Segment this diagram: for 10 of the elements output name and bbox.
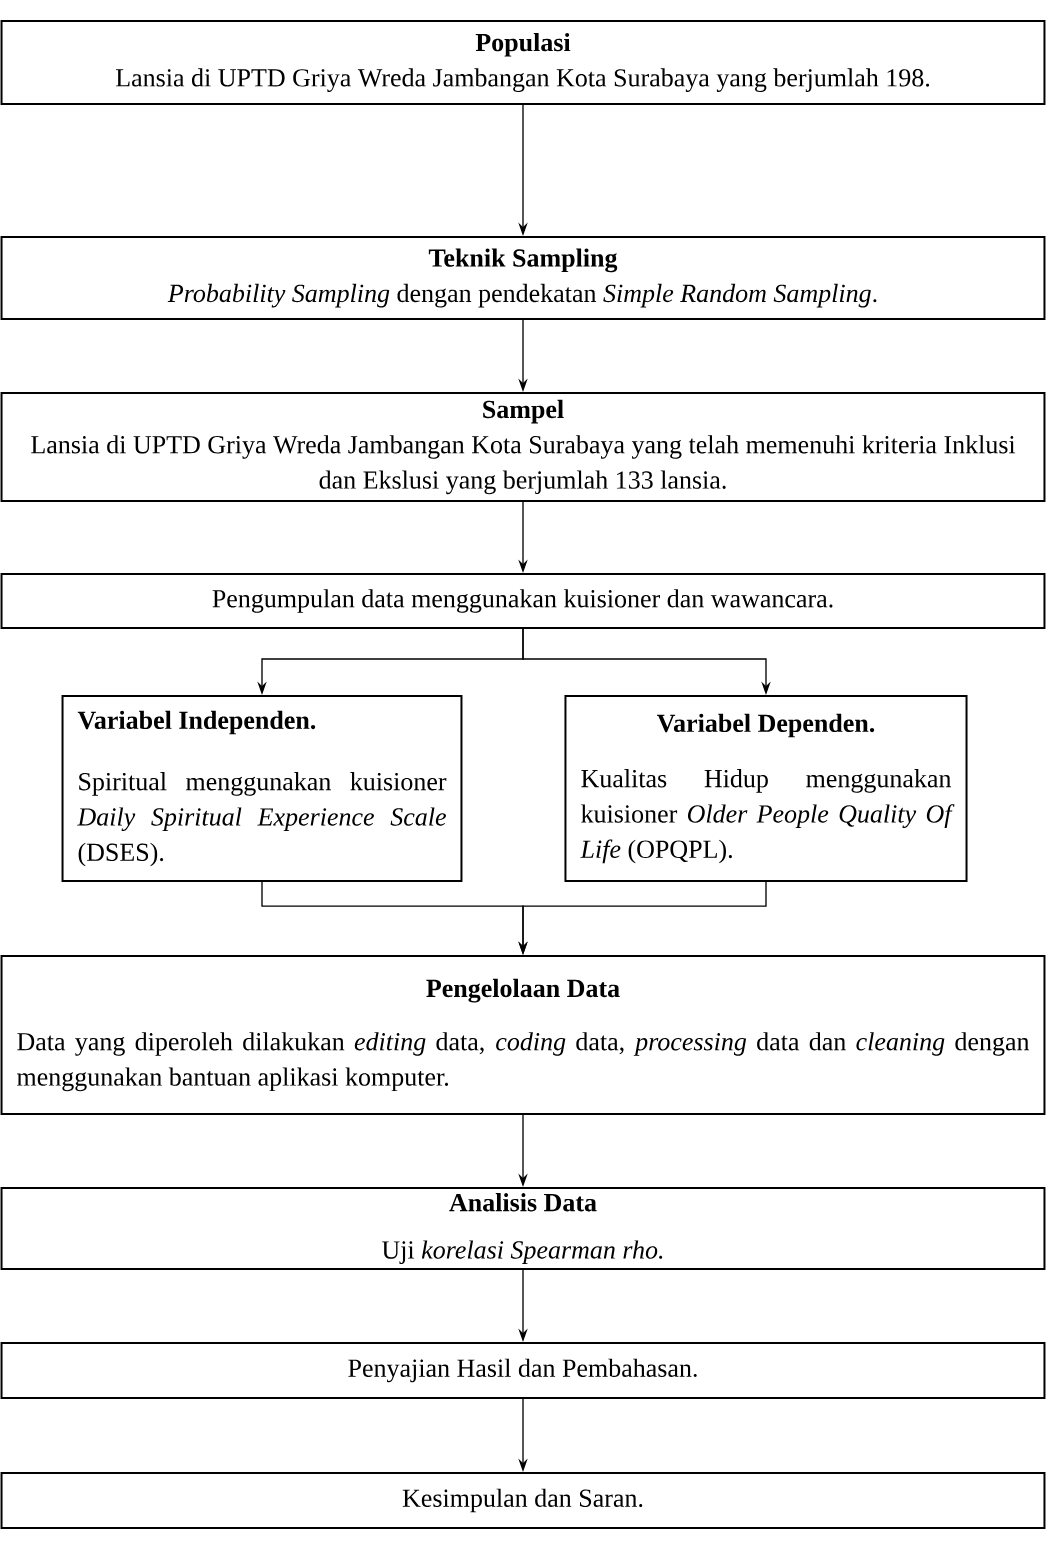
process-box: Pengelolaan Data Data yang diperoleh dilakukan editing data, coding data, processing data dan cleaning dengan menggunakan bantuan aplikasi komputer. [0,955,1046,1115]
process-box: Variabel Independen. Spiritual menggunakan kuisioner Daily Spiritual Experience Scale (DSES). [61,695,463,883]
process-box: Pengumpulan data menggunakan kuisioner dan wawancara. [0,573,1046,629]
process-box: Sampel Lansia di UPTD Griya Wreda Jambangan Kota Surabaya yang telah memenuhi kriteria Inklusi dan Ekslusi yang berjumlah 133 lansia. [0,392,1046,502]
process-box: Penyajian Hasil dan Pembahasan. [0,1342,1046,1399]
process-box: Variabel Dependen. Kualitas Hidup menggunakan kuisioner Older People Quality Of Life (OPQPL). [564,695,968,883]
process-box: Teknik Sampling Probability Sampling dengan pendekatan Simple Random Sampling. [0,236,1046,320]
process-box: Populasi Lansia di UPTD Griya Wreda Jambangan Kota Surabaya yang berjumlah 198. [0,20,1046,105]
process-box: Analisis Data Uji korelasi Spearman rho. [0,1187,1046,1271]
process-box: Kesimpulan dan Saran. [0,1472,1046,1529]
